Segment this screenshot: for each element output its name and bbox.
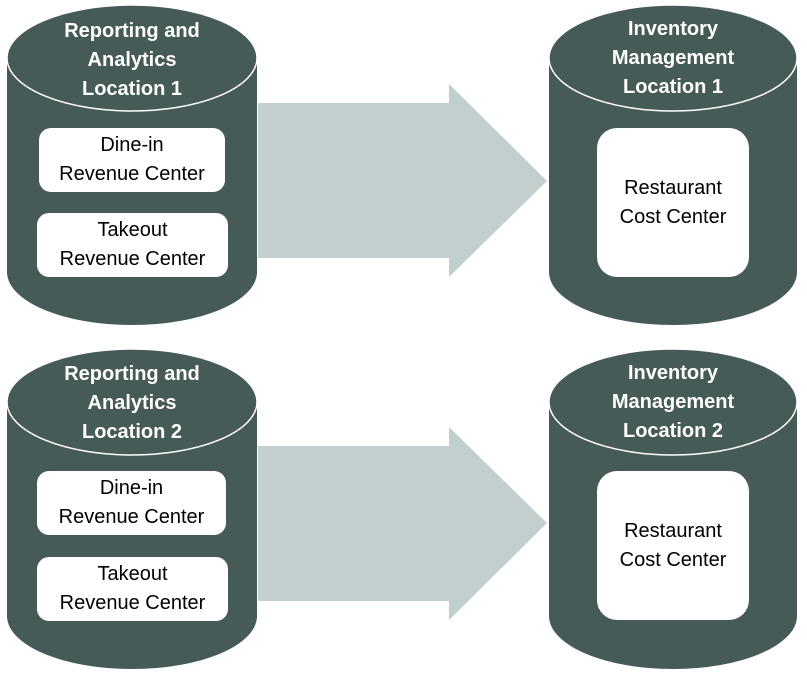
cost-center-box: Restaurant Cost Center — [597, 128, 749, 277]
box-line: Revenue Center — [59, 248, 206, 270]
title-line: Location 1 — [622, 76, 723, 98]
title-line: Management — [611, 391, 735, 413]
title-line: Analytics — [87, 49, 177, 71]
box-line: Takeout — [97, 219, 168, 241]
flow-arrow-1 — [258, 84, 547, 277]
revenue-center-box: Takeout Revenue Center — [37, 213, 228, 277]
title-line: Management — [611, 47, 735, 69]
box-line: Takeout — [97, 563, 168, 585]
box-line: Revenue Center — [59, 592, 206, 614]
title-line: Analytics — [87, 392, 177, 414]
box-line: Dine-in — [100, 134, 164, 156]
box-line: Dine-in — [99, 477, 164, 499]
reporting-analytics-title-2: Reporting and Analytics Location 2 — [7, 360, 257, 447]
title-line: Inventory — [627, 18, 719, 40]
title-line: Inventory — [627, 362, 719, 384]
flow-arrow-2 — [258, 427, 547, 620]
box-line: Restaurant — [624, 519, 722, 542]
box-line: Revenue Center — [58, 506, 205, 528]
title-line: Location 1 — [81, 78, 182, 100]
inventory-management-title-2: Inventory Management Location 2 — [549, 359, 797, 446]
title-line: Reporting and — [64, 20, 200, 42]
inventory-management-title-1: Inventory Management Location 1 — [549, 15, 797, 102]
box-line: Restaurant — [624, 176, 722, 199]
box-line: Cost Center — [619, 205, 727, 228]
box-line: Cost Center — [619, 548, 727, 571]
title-line: Reporting and — [64, 363, 200, 385]
revenue-center-box: Dine-in Revenue Center — [39, 128, 225, 192]
revenue-center-box: Dine-in Revenue Center — [37, 471, 226, 535]
revenue-center-box: Takeout Revenue Center — [37, 557, 228, 621]
title-line: Location 2 — [622, 420, 723, 442]
box-line: Revenue Center — [59, 163, 205, 185]
reporting-analytics-title-1: Reporting and Analytics Location 1 — [7, 17, 257, 104]
title-line: Location 2 — [81, 421, 182, 443]
cost-center-box: Restaurant Cost Center — [597, 471, 749, 620]
